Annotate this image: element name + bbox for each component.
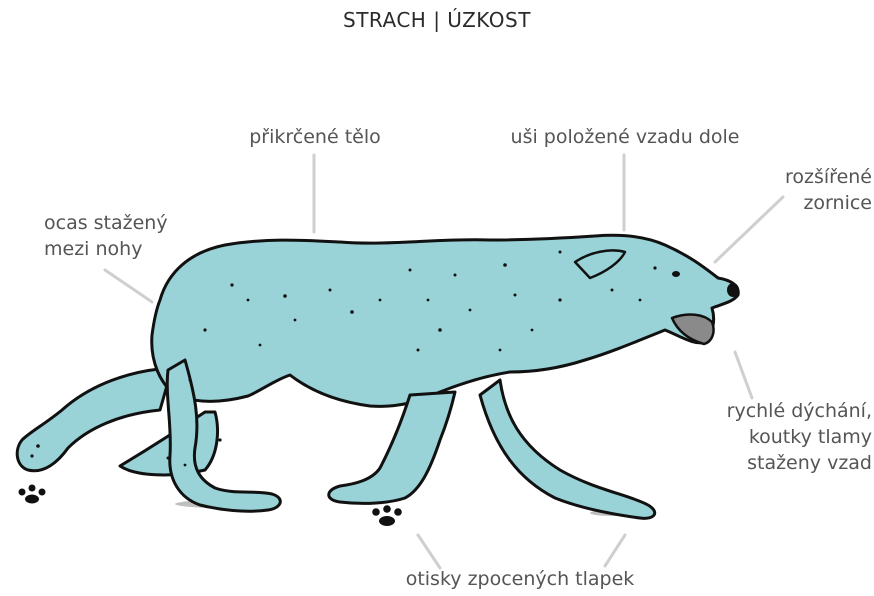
label-pupils-line2: zornice: [720, 190, 872, 216]
leader-tail: [105, 270, 152, 302]
label-pupils: rozšířené zornice: [720, 164, 872, 216]
label-paws-text: otisky zpocených tlapek: [360, 566, 680, 592]
paw-toe: [39, 489, 46, 496]
label-body-text: přikrčené tělo: [225, 124, 405, 150]
leader-paws-left: [418, 535, 440, 568]
speckle: [184, 464, 187, 467]
leader-breath: [735, 352, 752, 398]
speckle: [531, 329, 534, 332]
speckle: [653, 266, 656, 269]
dog-body: [152, 235, 739, 406]
speckle: [514, 294, 517, 297]
label-paws: otisky zpocených tlapek: [360, 566, 680, 592]
paw-toe: [29, 485, 36, 492]
speckle: [218, 438, 221, 441]
label-ears-text: uši položené vzadu dole: [480, 124, 770, 150]
dog-near-front-leg: [329, 392, 455, 503]
speckle: [417, 349, 420, 352]
paw-pad: [379, 516, 395, 526]
dog-eye: [672, 271, 680, 277]
speckle: [189, 379, 192, 382]
label-body: přikrčené tělo: [225, 124, 405, 150]
speckle: [36, 444, 40, 448]
speckle: [499, 349, 502, 352]
leader-paws-right: [605, 535, 625, 566]
speckle: [247, 299, 250, 302]
paw-toe: [372, 508, 380, 516]
paw-print-middle: [372, 505, 402, 526]
speckle: [438, 328, 442, 332]
speckle: [203, 328, 206, 331]
paw-print-left: [19, 485, 46, 504]
label-breath-line2: koutky tlamy: [690, 424, 872, 450]
speckle: [503, 263, 507, 267]
label-tail-line2: mezi nohy: [44, 236, 224, 262]
label-breath-line1: rychlé dýchání,: [690, 398, 872, 424]
speckle: [167, 457, 170, 460]
label-breath: rychlé dýchání, koutky tlamy staženy vza…: [690, 398, 872, 476]
speckle: [409, 269, 412, 272]
dog-nose: [727, 283, 739, 297]
paw-pad: [25, 495, 39, 504]
paw-toe: [19, 489, 26, 496]
label-pupils-line1: rozšířené: [720, 164, 872, 190]
speckle: [350, 310, 354, 314]
dog-mouth: [672, 315, 714, 344]
speckle: [427, 299, 430, 302]
speckle: [230, 283, 233, 286]
speckle: [30, 454, 33, 457]
speckle: [559, 251, 562, 254]
paw-toe: [394, 508, 402, 516]
speckle: [558, 298, 561, 301]
label-breath-line3: staženy vzad: [690, 450, 872, 476]
paw-toe: [383, 505, 391, 513]
speckle: [611, 289, 614, 292]
speckle: [454, 274, 457, 277]
label-ears: uši položené vzadu dole: [480, 124, 770, 150]
speckle: [283, 294, 287, 298]
label-tail: ocas stažený mezi nohy: [44, 210, 224, 262]
speckle: [329, 289, 332, 292]
speckle: [379, 299, 382, 302]
label-tail-line1: ocas stažený: [44, 210, 224, 236]
speckle: [639, 299, 642, 302]
dog-far-front-leg: [480, 380, 655, 518]
speckle: [469, 309, 472, 312]
speckle: [294, 319, 297, 322]
speckle: [259, 344, 262, 347]
